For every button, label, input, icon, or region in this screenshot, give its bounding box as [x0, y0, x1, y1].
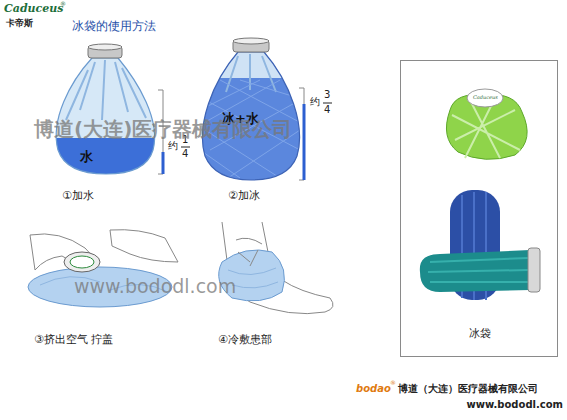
- logo-mark: ®: [390, 380, 396, 387]
- logo-text: Caduceus: [4, 3, 63, 16]
- fill-label: 水: [80, 150, 93, 165]
- title: 冰袋的使用方法: [72, 20, 156, 34]
- fraction-number: 4: [182, 148, 188, 160]
- panel-caption: 冰袋: [469, 328, 491, 341]
- step-caption: ①加水: [62, 190, 94, 203]
- company-logo: bodao: [356, 383, 391, 395]
- scale-bar: [299, 88, 332, 180]
- product-panel: 冰袋: [400, 60, 558, 357]
- logo-chinese: 卡帝斯: [6, 18, 33, 28]
- amount-label: 约: [310, 96, 320, 108]
- step-caption: ③挤出空气 拧盖: [34, 334, 113, 347]
- fraction-number: 4: [324, 104, 330, 116]
- company-url: www.bododl.com: [466, 399, 563, 411]
- step-caption: ④冷敷患部: [218, 334, 272, 347]
- watermark: 博道(大连)医疗器械有限公司: [34, 118, 292, 141]
- ice-bag-ice-water: [190, 38, 310, 180]
- fraction-number: 3: [324, 89, 330, 101]
- step-caption: ②加冰: [228, 190, 260, 203]
- ice-bag-water: [40, 44, 170, 178]
- watermark: www.bododl.com: [74, 276, 236, 298]
- company-name: 博道（大连）医疗器械有限公司: [398, 383, 538, 395]
- cap-logo: Caduceus: [473, 95, 498, 101]
- amount-label: 约: [168, 140, 178, 152]
- foot-illustration: [219, 222, 333, 314]
- product-photo: [420, 89, 540, 300]
- logo-mark: ®: [60, 1, 66, 8]
